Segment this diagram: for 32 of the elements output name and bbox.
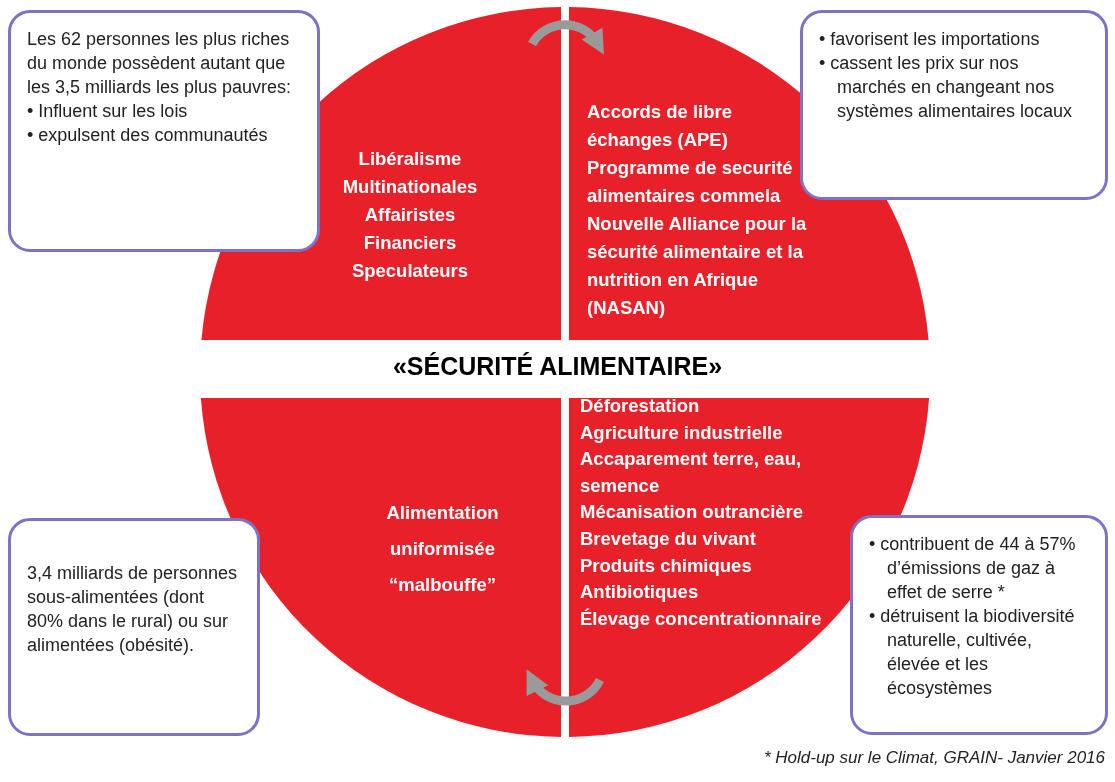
quadrant-text: Affairistes	[363, 203, 457, 227]
quadrant-text: Speculateurs	[350, 259, 470, 283]
quadrant-text: Élevage concentrationnaire	[580, 606, 823, 631]
source-note: * Hold-up sur le Climat, GRAIN- Janvier 2016	[763, 748, 1105, 768]
text-box	[850, 515, 1108, 735]
body-text: Les 62 personnes les plus riches du monde possèdent autant que les 3,5 milliards les plus pauvres:	[27, 28, 293, 99]
text-box	[8, 518, 260, 736]
quadrant-text: Brevetage du vivant	[580, 526, 757, 551]
quadrant-text: Accaparement terre, eau, semence	[580, 447, 803, 498]
bullet-text: • détruisent la biodiversité naturelle, cultivée, élevée et les écosystèmes	[869, 605, 1076, 700]
quadrant-text: Libéralisme	[357, 147, 463, 171]
text-box	[8, 10, 320, 252]
quadrant-text: Agriculture industrielle	[580, 420, 784, 445]
text-box	[800, 10, 1108, 200]
body-text: 3,4 milliards de personnes sous-alimentées (dont 80% dans le rural) ou sur alimentées (obésité).	[27, 562, 239, 657]
bullet-text: • expulsent des communautés	[27, 124, 269, 147]
bullet-text: • cassent les prix sur nos marchés en changeant nos systèmes alimentaires locaux	[819, 52, 1074, 123]
curved-arrow	[528, 20, 605, 55]
quadrant-text: Financiers	[362, 231, 458, 255]
bullet-text: • contribuent de 44 à 57% d’émissions de gaz à effet de serre *	[869, 533, 1077, 604]
bullet-text: • favorisent les importations	[819, 28, 1041, 51]
bullet-text: • Influent sur les lois	[27, 100, 189, 123]
quadrant-text: Programme de securité alimentaires commela Nouvelle Alliance pour la sécurité alimentaire et la nutrition en Afrique (NASAN)	[587, 156, 808, 320]
quadrant-text: Mécanisation outrancière	[580, 500, 805, 525]
quadrant-text: Multinationales	[341, 175, 479, 199]
quadrant-text: Produits chimiques	[580, 553, 753, 578]
quadrant-text: Accords de libre échanges (APE)	[587, 100, 733, 152]
quadrant-text: Déforestation	[580, 394, 701, 418]
quadrant-text: Alimentation uniformisée “malbouffe”	[385, 501, 500, 597]
quadrant-text: Antibiotiques	[580, 580, 700, 605]
curved-arrow	[526, 669, 604, 706]
center-title: «SÉCURITÉ ALIMENTAIRE»	[391, 352, 724, 381]
